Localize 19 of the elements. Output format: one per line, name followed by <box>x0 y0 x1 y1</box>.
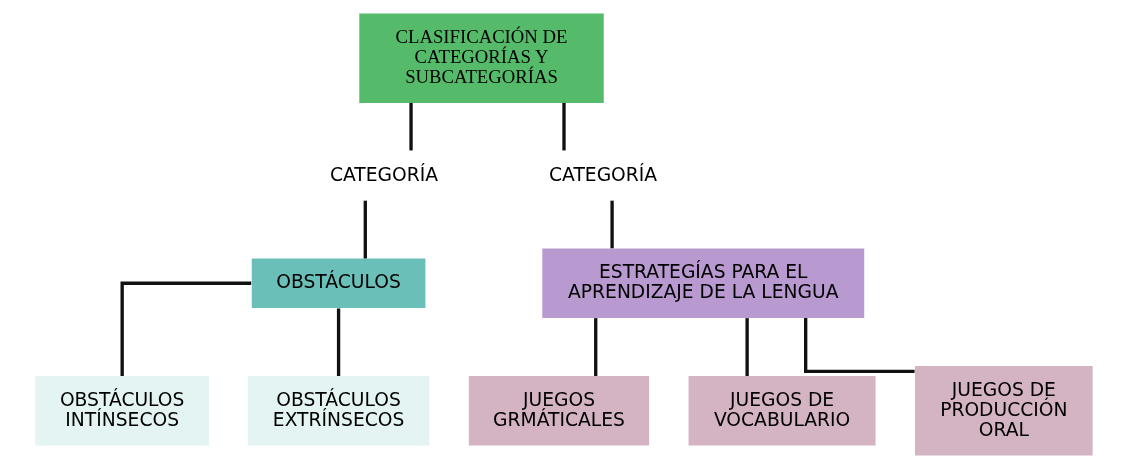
node-box: JUEGOS DE PRODUCCIÓN ORAL <box>915 366 1093 456</box>
node-box: JUEGOS GRMÁTICALES <box>468 376 650 446</box>
connector <box>745 318 749 376</box>
connector <box>363 200 367 259</box>
node-box: OBSTÁCULOS <box>251 258 426 308</box>
node-box: JUEGOS DE VOCABULARIO <box>688 376 876 446</box>
node-box: CLASIFICACIÓN DE CATEGORÍAS Y SUBCATEGORÍAS <box>359 13 604 103</box>
node-text: CATEGORÍA <box>549 163 658 185</box>
node-box: OBSTÁCULOS EXTRÍNSECOS <box>247 376 430 446</box>
node-text: CATEGORÍA <box>329 163 439 185</box>
node-box: ESTRATEGÍAS PARA EL APRENDIZAJE DE LA LENGUA <box>542 248 865 318</box>
connector <box>610 200 614 249</box>
connector <box>409 102 413 151</box>
connector <box>804 318 915 374</box>
connector <box>562 102 566 151</box>
connector <box>336 308 341 376</box>
node-box: OBSTÁCULOS INTÍNSECOS <box>35 376 209 446</box>
connector <box>120 281 252 376</box>
connector <box>594 318 598 376</box>
